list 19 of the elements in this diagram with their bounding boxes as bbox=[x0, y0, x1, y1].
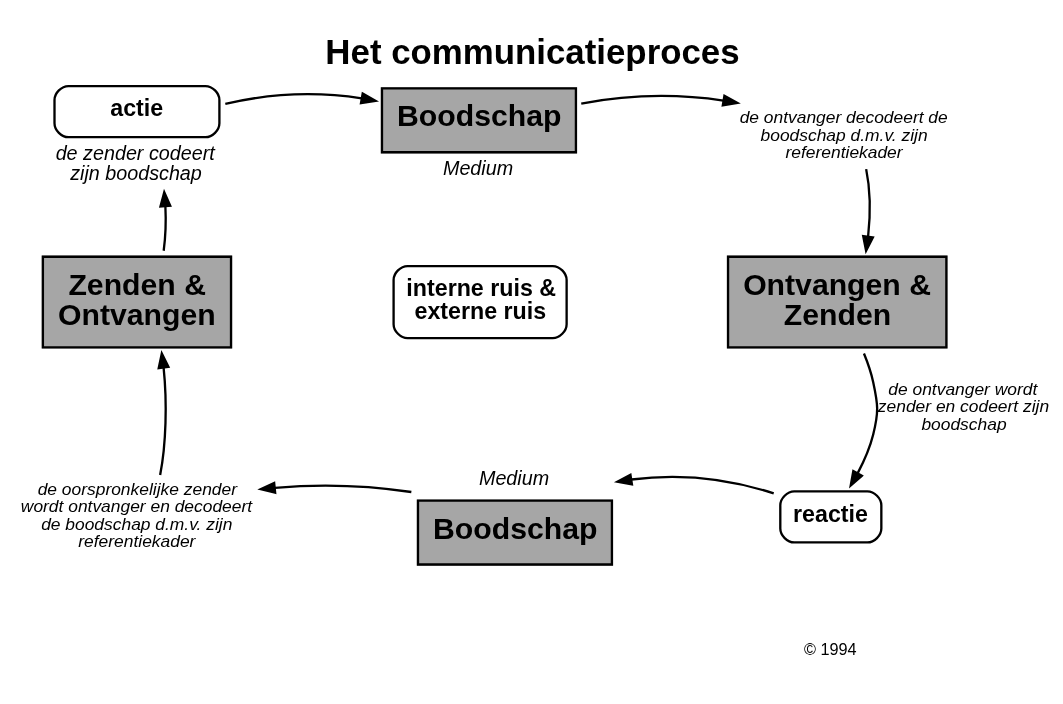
diagram-title: Het communicatieproces bbox=[325, 32, 740, 71]
label: © 1994 bbox=[803, 639, 857, 658]
arrow bbox=[257, 481, 412, 495]
node-box: interne ruis & externe ruis bbox=[392, 264, 568, 340]
arrow bbox=[158, 188, 172, 251]
edge-label: de ontvanger wordt zender en codeert zijn boodschap bbox=[877, 378, 1050, 434]
node-text: de ontvanger decodeert de boodschap d.m.v. zijn referentiekader bbox=[739, 107, 948, 163]
arrow bbox=[613, 472, 775, 495]
arrow bbox=[225, 91, 379, 106]
node-label: Medium bbox=[442, 157, 514, 180]
node-box: reactie bbox=[779, 490, 883, 544]
node-box: actie bbox=[53, 84, 221, 139]
node-text: de oorspronkelijke zender wordt ontvanger en decodeert de boodschap d.m.v. zijn referentiekader bbox=[20, 478, 253, 552]
node-label: de zender codeert zijn boodschap bbox=[55, 141, 215, 184]
arrow bbox=[157, 350, 171, 476]
arrow bbox=[861, 168, 875, 255]
node-label: Medium bbox=[478, 467, 550, 490]
arrow bbox=[581, 93, 741, 107]
arrow bbox=[849, 353, 879, 489]
